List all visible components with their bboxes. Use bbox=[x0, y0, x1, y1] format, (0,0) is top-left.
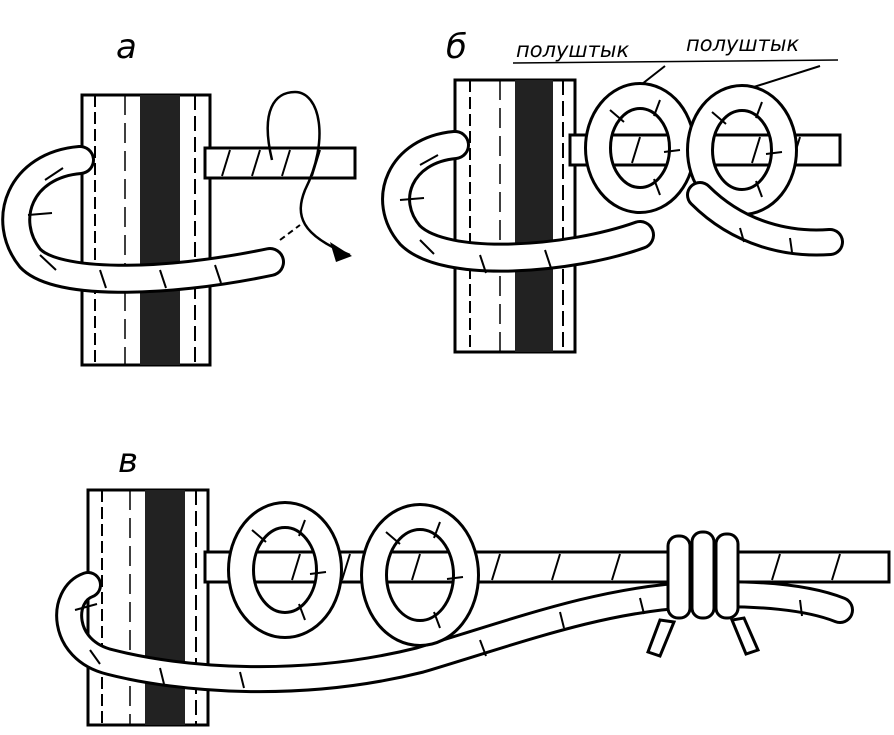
panel-c-half-hitch-1 bbox=[227, 501, 343, 639]
panel-b: б полуштык полуштык bbox=[381, 27, 844, 354]
panel-a-label: а bbox=[116, 27, 137, 67]
panel-a-standing-rope bbox=[203, 146, 357, 180]
panel-a-motion-arrow bbox=[266, 90, 352, 262]
panel-c: в bbox=[55, 441, 891, 727]
panel-c-seizing bbox=[646, 530, 761, 658]
panel-b-half-hitch-2 bbox=[686, 84, 798, 216]
panel-b-half-hitch-1 bbox=[584, 82, 696, 214]
panel-c-label: в bbox=[118, 441, 138, 481]
panel-b-rope-wrap bbox=[381, 130, 655, 274]
panel-b-rope-tail bbox=[686, 181, 844, 257]
panel-c-half-hitch-2 bbox=[360, 503, 480, 647]
callout-half-hitch-1: полуштык bbox=[516, 38, 629, 62]
panel-c-standing-rope bbox=[203, 550, 891, 584]
panel-a-post bbox=[80, 93, 212, 367]
callout-half-hitch-2: полуштык bbox=[686, 32, 799, 56]
callout-baseline bbox=[512, 59, 839, 64]
panel-a: а bbox=[1, 27, 357, 367]
panel-b-post bbox=[453, 78, 577, 354]
panel-b-label: б bbox=[446, 27, 467, 67]
panel-a-rope-loop bbox=[1, 145, 285, 294]
